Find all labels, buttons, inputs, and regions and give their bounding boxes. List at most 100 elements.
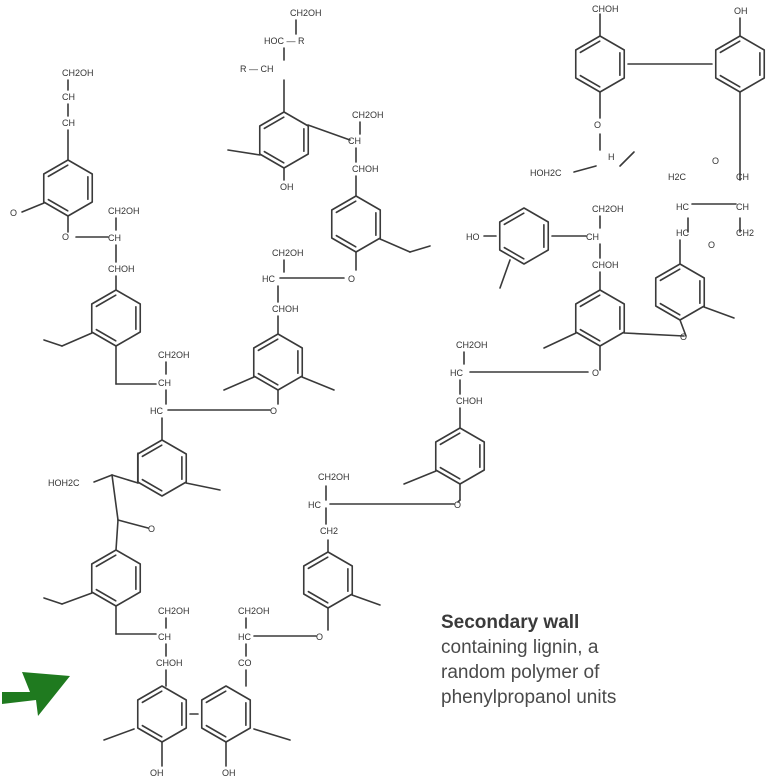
caption-title: Secondary wall [441,612,580,633]
bond-line [335,200,357,214]
bond-line [439,432,461,446]
atom-label: CH2OH [158,606,190,616]
bond-line [227,149,261,156]
atom-label: CH2OH [272,248,304,258]
atom-label: OH [734,6,748,16]
benzene-ring [136,439,188,497]
bond-line [43,339,63,347]
bond-line [95,328,117,342]
bond-line [141,690,163,704]
bond-line [185,482,221,491]
bond-line [439,466,461,480]
atom-label: O [680,332,687,342]
atom-label: HC [238,632,251,642]
atom-label: CH [158,378,171,388]
bond-line [659,268,681,282]
benzene-ring [574,35,626,93]
bond-line [623,332,685,337]
arrow-shape [2,672,70,716]
atom-label: CHOH [156,658,183,668]
atom-label: CO [238,658,252,668]
bond-line [573,165,597,173]
bond-line [307,556,329,570]
benzene-ring [434,427,486,485]
atom-label: CH [158,632,171,642]
benzene-ring [714,35,766,93]
atom-label: HC [308,500,321,510]
atom-label: O [348,274,355,284]
bond-line [47,198,69,212]
bond-line [257,372,279,386]
atom-label: CH2OH [238,606,270,616]
atom-label: HC [150,406,163,416]
bond-line [543,332,577,349]
atom-label: CH [348,136,361,146]
benzene-ring [252,333,304,391]
green-pointer-arrow-icon [2,672,70,716]
bond-line [95,294,117,308]
caption-line-3: phenylpropanol units [441,687,617,708]
benzene-ring [302,551,354,609]
atom-label: O [316,632,323,642]
atom-label: CH2 [736,228,754,238]
benzene-ring [90,549,142,607]
bond-line [579,328,601,342]
bond-line [409,245,431,253]
bond-line [579,294,601,308]
bond-line [141,724,163,738]
benzene-ring [136,685,188,743]
atom-label: OH [280,182,294,192]
benzene-ring [574,289,626,347]
atom-label: HOH2C [48,478,80,488]
atom-label: CHOH [592,4,619,14]
atom-label: R — CH [240,64,274,74]
atom-label: HC [450,368,463,378]
atom-label: CH2OH [456,340,488,350]
bond-line [499,259,511,289]
bond-line [61,332,93,347]
atom-label: CH [62,118,75,128]
atom-label: CH2OH [352,110,384,120]
caption-text: Secondary wall containing lignin, a rand… [441,610,761,710]
benzene-ring [90,289,142,347]
bond-line [579,40,601,54]
atom-label: CH2OH [62,68,94,78]
atom-label: O [62,232,69,242]
atom-label: CHOH [352,164,379,174]
atom-label: CH2OH [290,8,322,18]
atom-label: CHOH [272,304,299,314]
atom-label: H2C [668,172,687,182]
atom-label: HC [676,202,689,212]
atom-label: O [712,156,719,166]
bond-line [457,499,461,503]
bond-line [579,74,601,88]
atom-label: CHOH [592,260,619,270]
atom-label: HOH2C [530,168,562,178]
bond-line [503,246,525,260]
bond-line [95,554,117,568]
atom-label: CH [62,92,75,102]
benzene-ring [200,685,252,743]
bond-line [223,376,255,391]
bond-line [263,116,285,130]
bond-line [335,234,357,248]
atom-label: O [270,406,277,416]
bond-line [205,690,227,704]
bond-line [141,478,163,492]
atom-label: O [592,368,599,378]
bond-line [379,238,411,253]
atom-label: OH [150,768,164,778]
bond-line [659,302,681,316]
bond-line [93,474,113,483]
atom-label: CH2OH [592,204,624,214]
bond-line [301,376,335,391]
benzene-ring [330,195,382,253]
caption-line-1: containing lignin, a [441,637,599,658]
bond-line [307,124,351,141]
atom-label: OH [222,768,236,778]
benzene-ring [258,111,310,169]
bond-line [619,151,635,167]
bond-line [103,728,135,741]
